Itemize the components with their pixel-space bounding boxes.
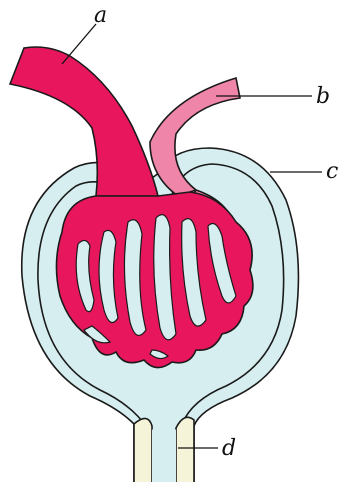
label-b: b xyxy=(316,84,330,109)
label-c: c xyxy=(326,159,338,184)
tubule-lumen xyxy=(152,424,176,482)
tubule-right xyxy=(176,417,194,482)
label-d: d xyxy=(222,436,236,461)
label-a: a xyxy=(94,3,107,28)
tubule-left xyxy=(134,418,152,482)
leader-line-a xyxy=(62,24,96,64)
